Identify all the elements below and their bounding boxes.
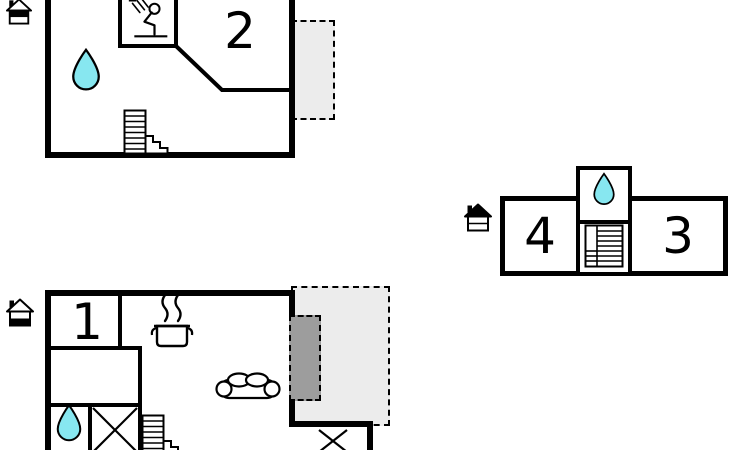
- balcony-area: [291, 20, 335, 120]
- stairs-icon: [141, 414, 187, 450]
- chimney: [9, 300, 14, 308]
- stairs-icon: [123, 109, 169, 155]
- room-label-2: 2: [224, 2, 256, 60]
- house-level-icon-first-floor: [6, 0, 32, 26]
- water-drop-shape: [593, 172, 615, 205]
- stair-treads: [124, 115, 146, 150]
- shower-spray: [131, 0, 149, 14]
- stair-treads: [142, 420, 164, 450]
- steam: [161, 293, 182, 323]
- house-level-icon-attic: [464, 202, 492, 233]
- terrace-dark-area: [289, 315, 321, 401]
- shower-icon: [127, 0, 171, 42]
- chimney: [9, 0, 14, 7]
- sofa-armrest: [263, 380, 281, 398]
- water-drop-icon: [54, 403, 84, 445]
- ground-floor-outline: [45, 290, 295, 450]
- annex-room: [289, 421, 373, 450]
- room-label-1: 1: [71, 293, 103, 351]
- highlighted-floor: [9, 10, 29, 18]
- stair-steps: [144, 135, 169, 155]
- water-drop-icon: [591, 172, 617, 208]
- shower-head: [128, 0, 137, 2]
- stair-steps: [162, 440, 179, 450]
- house-level-icon-ground-floor: [6, 297, 34, 328]
- person-body: [143, 11, 156, 36]
- stairs-icon: [584, 224, 624, 268]
- pot-body: [155, 324, 189, 348]
- room-label-4: 4: [524, 207, 556, 265]
- kitchen-pot-icon: [148, 292, 196, 350]
- sofa-armrest: [215, 380, 233, 398]
- water-drop-shape: [56, 403, 82, 442]
- water-drop-shape: [72, 48, 100, 91]
- person-head: [148, 2, 161, 15]
- chimney: [467, 205, 472, 213]
- water-drop-icon: [69, 48, 103, 94]
- sofa-icon: [214, 366, 282, 406]
- stair-treads: [585, 230, 623, 262]
- room-label-3: 3: [662, 207, 694, 265]
- highlighted-floor: [10, 318, 30, 326]
- sofa-cushion: [244, 372, 270, 388]
